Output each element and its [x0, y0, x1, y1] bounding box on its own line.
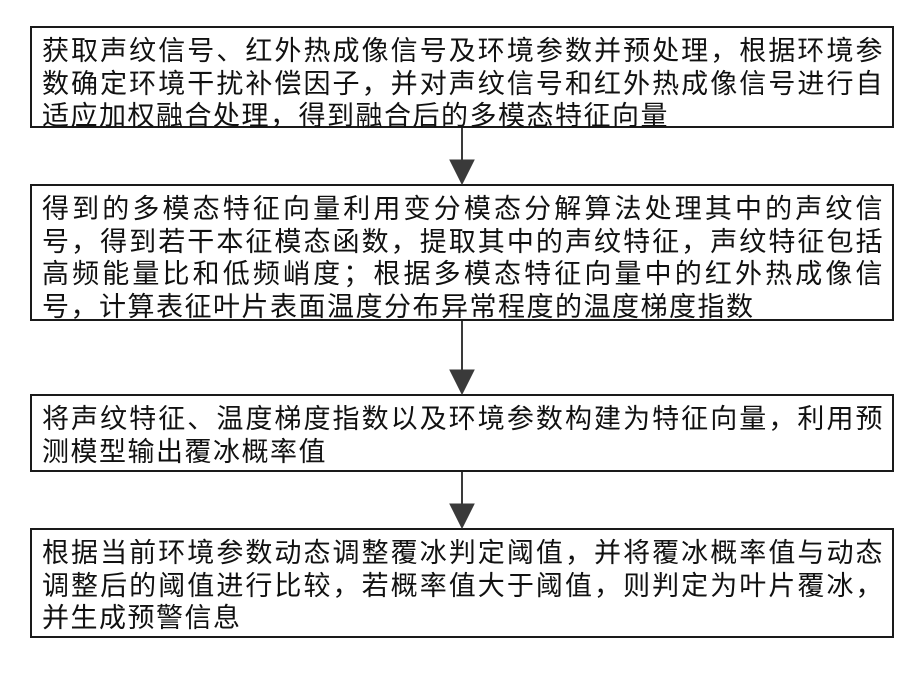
step-box-2: 得到的多模态特征向量利用变分模态分解算法处理其中的声纹信号，得到若干本征模态函数…: [30, 184, 894, 321]
arrow-1-to-2: [450, 128, 474, 184]
step-text-2: 得到的多模态特征向量利用变分模态分解算法处理其中的声纹信号，得到若干本征模态函数…: [42, 194, 884, 324]
step-text-4: 根据当前环境参数动态调整覆冰判定阈值，并将覆冰概率值与动态调整后的阈值进行比较，…: [42, 538, 884, 636]
arrow-3-to-4: [450, 472, 474, 528]
step-box-1: 获取声纹信号、红外热成像信号及环境参数并预处理，根据环境参数确定环境干扰补偿因子…: [30, 26, 894, 128]
step-box-4: 根据当前环境参数动态调整覆冰判定阈值，并将覆冰概率值与动态调整后的阈值进行比较，…: [30, 528, 894, 638]
arrow-2-to-3: [450, 321, 474, 394]
step-text-3: 将声纹特征、温度梯度指数以及环境参数构建为特征向量，利用预测模型输出覆冰概率值: [42, 404, 884, 469]
step-text-1: 获取声纹信号、红外热成像信号及环境参数并预处理，根据环境参数确定环境干扰补偿因子…: [42, 36, 884, 134]
step-box-3: 将声纹特征、温度梯度指数以及环境参数构建为特征向量，利用预测模型输出覆冰概率值: [30, 394, 894, 472]
